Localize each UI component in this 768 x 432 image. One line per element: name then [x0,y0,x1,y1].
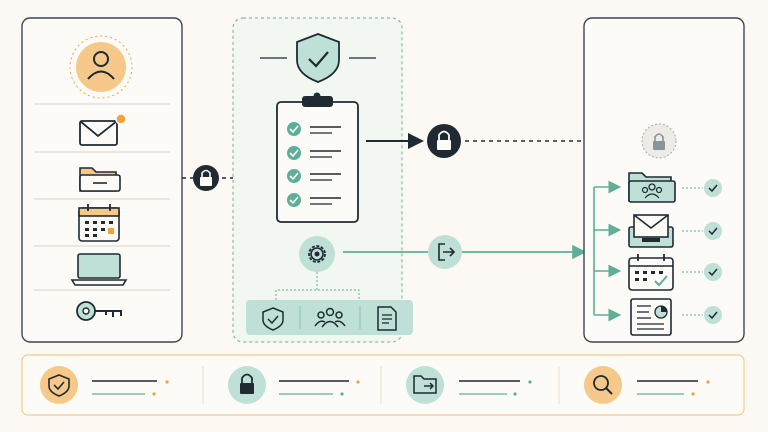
user-avatar-icon [69,35,133,99]
left-panel [21,17,183,343]
shield-check-icon [262,307,284,331]
people-icon [314,307,346,328]
footer-item-folder-transfer [406,366,532,404]
folder-icon[interactable] [79,167,121,192]
export-connector [343,235,587,269]
checklist-item [287,146,341,160]
calendar-check-icon[interactable] [628,254,674,291]
export-icon[interactable] [428,235,462,269]
inbox-mail-icon[interactable] [628,214,674,248]
footer-item-search [584,366,710,404]
footer-item-lock [228,366,360,404]
checklist-item [287,122,341,136]
left-dividers [34,103,170,291]
laptop-icon[interactable] [70,253,128,286]
checklist-item [287,169,341,183]
calendar-icon[interactable] [78,204,120,242]
check-icon [682,179,722,197]
tray-connector [275,272,360,300]
shield-check-icon [260,33,376,83]
report-document-icon[interactable] [630,298,672,336]
check-icon [682,222,722,240]
lock-icon [427,124,461,158]
check-icon [682,306,722,324]
checklist-item [287,193,341,207]
checklist-clipboard [276,92,359,223]
branch-lines [593,180,622,322]
footer-item-shield [40,366,169,404]
mail-icon[interactable] [79,113,127,146]
notification-badge [115,113,127,125]
shared-folder-icon[interactable] [628,172,676,203]
document-icon [377,306,397,331]
faded-lock-icon [641,123,677,159]
bottom-tray [246,300,413,335]
check-icon [682,263,722,281]
right-panel [583,17,745,343]
key-icon[interactable] [76,301,122,321]
footer-strip [21,354,745,416]
center-panel [232,17,413,343]
gear-icon[interactable] [299,236,335,272]
lock-icon [193,165,219,191]
